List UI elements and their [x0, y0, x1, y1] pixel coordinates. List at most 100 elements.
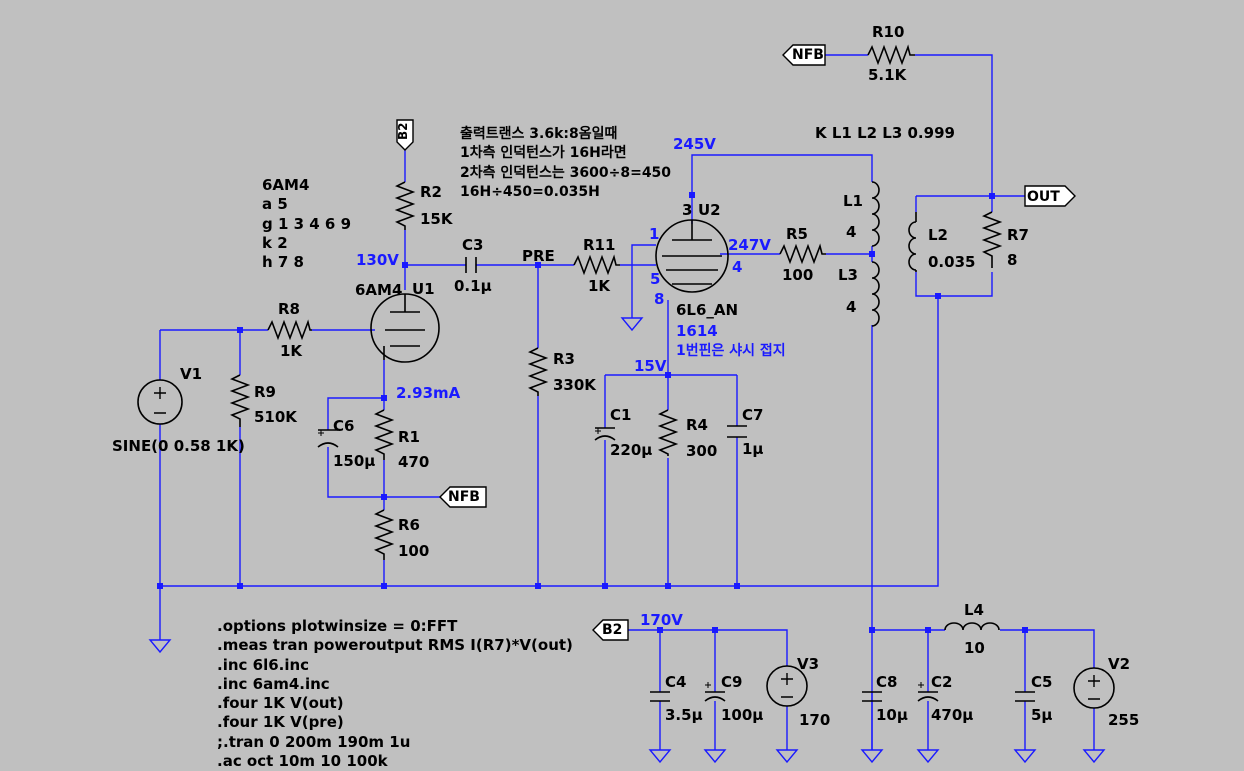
junction-dots — [157, 192, 1028, 633]
note-line: 출력트랜스 3.6k:8옴일때 — [460, 126, 618, 142]
u2-pin5: 5 — [650, 270, 661, 288]
u1-cathode-current: 2.93mA — [396, 384, 461, 402]
c7-value: 1μ — [742, 440, 764, 458]
l1-value: 4 — [846, 223, 857, 241]
v1-name: V1 — [180, 365, 203, 383]
c3-value: 0.1μ — [454, 277, 492, 295]
r1-name: R1 — [398, 428, 420, 446]
u2-pin8: 8 — [654, 290, 665, 308]
l3-name: L3 — [838, 266, 858, 284]
node-247v-label: 247V — [728, 236, 771, 254]
note-line: 16H÷450=0.035H — [460, 183, 600, 200]
coupling-directive: K L1 L2 L3 0.999 — [815, 124, 955, 142]
c3-name: C3 — [462, 236, 484, 254]
out-flag-label: OUT — [1027, 189, 1060, 205]
l2-name: L2 — [928, 226, 948, 244]
r8-name: R8 — [278, 300, 300, 318]
v3-value: 170 — [799, 711, 831, 729]
tube-model-line: 6AM4 — [262, 176, 310, 194]
note-line: 1차측 인덕턴스가 16H라면 — [460, 145, 627, 162]
r2-name: R2 — [420, 183, 442, 201]
r6-name: R6 — [398, 516, 420, 534]
spice-directives[interactable]: .options plotwinsize = 0:FFT .meas tran … — [217, 617, 573, 771]
tube-model-line: k 2 — [262, 233, 288, 252]
r9-value: 510K — [254, 408, 297, 426]
tubes — [370, 219, 729, 363]
l3-value: 4 — [846, 298, 857, 316]
b2-flag-bottom-label: B2 — [602, 622, 623, 638]
c8-name: C8 — [876, 673, 898, 691]
node-170v-label: 170V — [640, 611, 683, 629]
r10-name: R10 — [872, 23, 905, 41]
r8-value: 1K — [280, 342, 303, 360]
c9-value: 100μ — [721, 706, 764, 724]
directive-line: .meas tran poweroutput RMS I(R7)*V(out) — [217, 636, 573, 655]
nfb-flag-top-label: NFB — [792, 47, 824, 63]
sources — [137, 379, 1115, 709]
r3-name: R3 — [553, 350, 575, 368]
r4-value: 300 — [686, 442, 718, 460]
node-245v-label: 245V — [673, 135, 716, 153]
c1-value: 220μ — [610, 441, 653, 459]
grounds — [148, 317, 1106, 764]
r6-value: 100 — [398, 542, 430, 560]
u2-pin1-note: 1번핀은 샤시 접지 — [676, 343, 786, 359]
pre-net-label: PRE — [522, 247, 555, 265]
directive-line: .four 1K V(pre) — [217, 713, 344, 732]
c2-value: 470μ — [931, 706, 974, 724]
r9-name: R9 — [254, 383, 276, 401]
directive-line: ;.tran 0 200m 190m 1u — [217, 732, 411, 751]
v3-name: V3 — [797, 655, 820, 673]
transformer-note: 출력트랜스 3.6k:8옴일때 1차측 인덕턴스가 16H라면 2차측 인덕턴스… — [460, 125, 671, 202]
node-15v-label: 15V — [634, 357, 667, 375]
c5-name: C5 — [1031, 673, 1053, 691]
c6-value: 150μ — [333, 452, 376, 470]
r11-name: R11 — [583, 236, 616, 254]
v2-name: V2 — [1108, 655, 1131, 673]
l1-name: L1 — [843, 192, 863, 210]
tube-model-line: g 1 3 4 6 9 — [262, 214, 352, 233]
u1-tube-type: 6AM4 — [355, 281, 403, 299]
note-line: 2차측 인덕턴스는 3600÷8=450 — [460, 164, 672, 181]
c4-value: 3.5μ — [665, 706, 703, 724]
node-130v-label: 130V — [356, 251, 399, 269]
r1-value: 470 — [398, 453, 430, 471]
u2-pin3: 3 — [682, 201, 693, 219]
r5-name: R5 — [786, 225, 808, 243]
net-flags — [396, 44, 1076, 641]
directive-line: .inc 6l6.inc — [217, 655, 310, 674]
l4-value: 10 — [964, 639, 985, 657]
u2-name: U2 — [698, 201, 721, 219]
c2-name: C2 — [931, 673, 953, 691]
tube-model-6am4: 6AM4 a 5 g 1 3 4 6 9 k 2 h 7 8 — [262, 176, 351, 272]
directive-line: .four 1K V(out) — [217, 694, 344, 713]
directive-line: .ac oct 10m 10 100k — [217, 752, 388, 771]
u2-model: 6L6_AN — [676, 301, 739, 319]
u2-pin4: 4 — [732, 258, 743, 276]
v2-value: 255 — [1108, 711, 1140, 729]
r2-value: 15K — [420, 210, 453, 228]
polarity-marks — [318, 428, 924, 688]
r7-name: R7 — [1007, 226, 1029, 244]
source-signs — [154, 387, 1100, 700]
u1-name: U1 — [412, 280, 435, 298]
r10-value: 5.1K — [868, 66, 907, 84]
c1-name: C1 — [610, 406, 632, 424]
r11-value: 1K — [588, 277, 611, 295]
c5-value: 5μ — [1031, 706, 1053, 724]
u2-part-number: 1614 — [676, 322, 718, 340]
r3-value: 330K — [553, 376, 596, 394]
c7-name: C7 — [742, 406, 764, 424]
inductors — [871, 181, 1000, 631]
l2-value: 0.035 — [928, 253, 976, 271]
r5-value: 100 — [782, 266, 814, 284]
c6-name: C6 — [333, 417, 355, 435]
r4-name: R4 — [686, 416, 708, 434]
l4-name: L4 — [964, 601, 984, 619]
tube-model-line: a 5 — [262, 195, 288, 214]
c8-value: 10μ — [876, 706, 908, 724]
nfb-flag-left-label: NFB — [448, 489, 480, 505]
u2-pin1: 1 — [649, 225, 660, 243]
